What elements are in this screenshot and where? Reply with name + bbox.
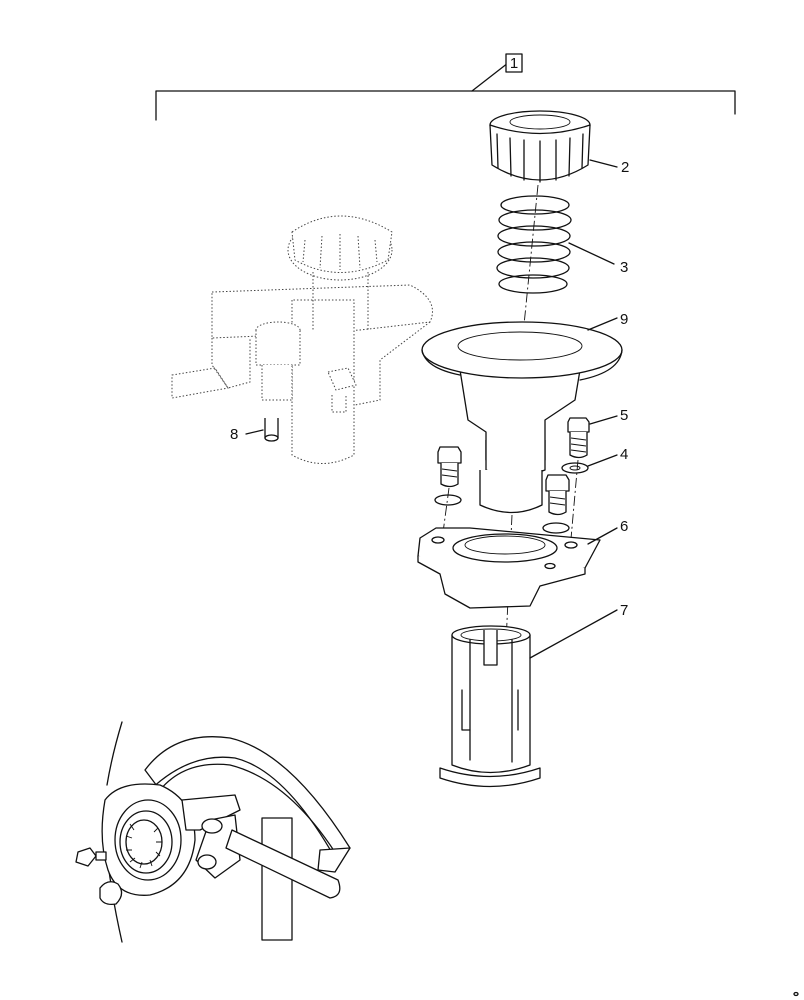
callout-5: 5 xyxy=(620,407,628,424)
assembly-bracket: 1 xyxy=(155,53,736,121)
part-7-sleeve: 7 xyxy=(439,602,628,788)
part-9-housing: 9 xyxy=(421,311,628,514)
callout-3: 3 xyxy=(620,259,628,276)
part-3-spring: 3 xyxy=(496,195,628,294)
part-4-washer: 4 xyxy=(561,446,628,474)
bolt-axis-right xyxy=(569,459,579,551)
callout-1: 1 xyxy=(510,55,518,72)
callout-6: 6 xyxy=(620,518,628,535)
callout-9: 9 xyxy=(620,311,628,328)
bolt-middle xyxy=(545,474,570,516)
bolt-left xyxy=(437,446,462,488)
callout-8: 8 xyxy=(230,426,238,443)
callout-4: 4 xyxy=(620,446,628,463)
assembled-view-ghost xyxy=(171,215,433,464)
part-2-knob: 2 xyxy=(489,110,629,183)
part-8-pin: 8 xyxy=(230,418,279,443)
washer-middle xyxy=(542,522,570,534)
part-5-bolt-right: 5 xyxy=(567,407,628,459)
callout-2: 2 xyxy=(621,159,629,176)
part-6-plate: 6 xyxy=(417,518,628,609)
callout-7: 7 xyxy=(620,602,628,619)
installed-location-detail xyxy=(75,721,799,997)
